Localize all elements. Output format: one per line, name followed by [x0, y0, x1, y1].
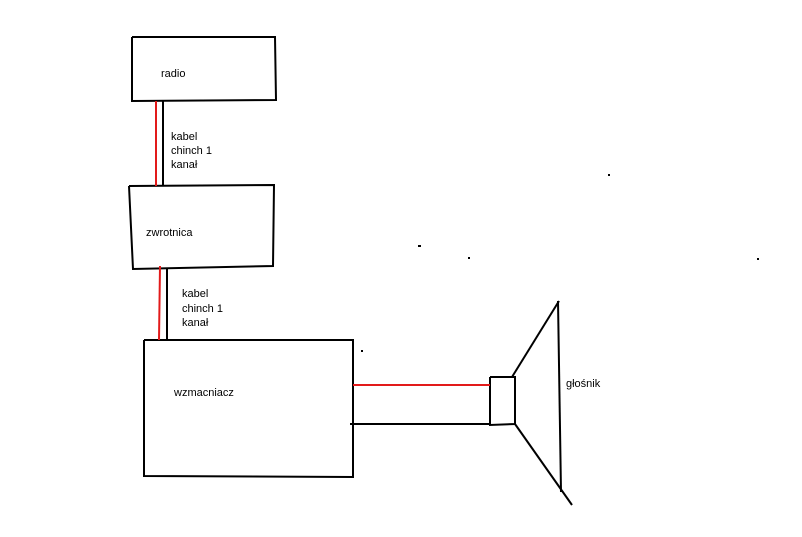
speaker-cone-bottom — [514, 423, 573, 506]
cable2-label-line2: chinch 1 — [182, 303, 223, 315]
cable2-label-line1: kabel — [182, 288, 208, 300]
speaker-cone-top — [511, 300, 560, 378]
cable1-label-line3: kanał — [171, 159, 198, 171]
cable1-label-line2: chinch 1 — [171, 145, 212, 157]
amplifier-label: wzmacniacz — [173, 387, 234, 399]
crossover-box — [128, 183, 276, 271]
cable2-label-line3: kanał — [182, 317, 209, 329]
amplifier-box — [143, 339, 354, 479]
stray-dot — [361, 350, 363, 352]
speaker-magnet — [489, 376, 516, 427]
crossover-label: zwrotnica — [146, 227, 193, 239]
stray-dot — [468, 257, 470, 259]
cable2-positive-wire — [158, 265, 161, 341]
speaker-cone-front — [557, 300, 562, 493]
cable1-label-line1: kabel — [171, 131, 197, 143]
stray-dot — [757, 258, 759, 260]
speaker-label: głośnik — [566, 378, 601, 390]
stray-dot — [418, 245, 421, 247]
radio-label: radio — [161, 68, 185, 80]
stray-dot — [608, 174, 610, 176]
radio-box — [131, 36, 278, 103]
